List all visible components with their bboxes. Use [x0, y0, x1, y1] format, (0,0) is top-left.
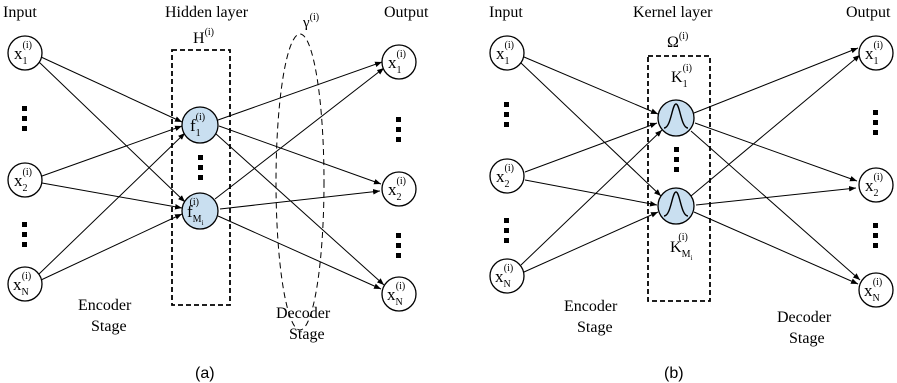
edge-b-km-on — [693, 211, 859, 285]
output-node: xN(i) — [381, 276, 417, 312]
decoder-weights-ellipse — [275, 33, 325, 331]
edge-a-f1-o2 — [218, 125, 382, 185]
hidden-node: f1(i) — [181, 106, 219, 144]
panel-b: Input Kernel layer Output Ω(i) K1(i) KMi… — [489, 4, 894, 382]
output-node: x1(i) — [858, 35, 894, 71]
edge-b-km-o2 — [695, 185, 857, 206]
edge-a-fm-o1 — [214, 67, 385, 200]
decoder-stage-label: Decoder — [777, 309, 832, 326]
kernel-label: K1(i) — [671, 63, 692, 90]
edge-a-f1-on — [214, 132, 385, 286]
hidden-box-label: H(i) — [193, 27, 214, 47]
gaussian-kernel-icon — [663, 191, 689, 217]
kernel-box-label: Ω(i) — [667, 31, 688, 51]
input-node: xN(i) — [7, 266, 43, 302]
input-node: x2(i) — [7, 162, 43, 198]
edge-b-k1-o1 — [693, 47, 859, 114]
kernel-layer-header: Kernel layer — [633, 4, 713, 21]
ellipsis-dots — [873, 110, 878, 135]
ellipsis-dots — [396, 233, 401, 258]
ellipsis-dots — [22, 222, 27, 247]
ellipsis-dots — [198, 155, 203, 180]
output-node: xN(i) — [858, 272, 894, 308]
output-header: Output — [384, 4, 429, 21]
edge-a-x2-fm — [41, 182, 183, 210]
edge-b-xn-km — [523, 211, 659, 273]
edge-a-x2-f1 — [41, 125, 183, 177]
edge-a-f1-o1 — [217, 61, 383, 121]
node-label: x1(i) — [388, 49, 406, 76]
ellipsis-dots — [873, 223, 878, 248]
decoder-edges — [690, 47, 861, 285]
ellipsis-dots — [396, 117, 401, 142]
hidden-layer-box — [171, 49, 231, 306]
kernel-node — [657, 99, 695, 137]
panel-a-caption: (a) — [195, 365, 215, 382]
edge-b-x1-km — [520, 62, 662, 197]
decoder-stage-label-2: Stage — [789, 330, 825, 347]
decoder-stage-label: Decoder — [276, 305, 331, 322]
panel-a: Input Hidden layer Output H(i) γ(i) — [3, 4, 429, 382]
edge-a-fm-on — [217, 215, 382, 290]
output-header: Output — [846, 4, 891, 21]
edge-a-xn-f1 — [38, 132, 186, 275]
output-node: x2(i) — [858, 167, 894, 203]
ellipsis-dots — [22, 106, 27, 131]
ellipsis-dots — [504, 218, 509, 243]
node-label: x1(i) — [14, 40, 32, 67]
edge-a-fm-o2 — [219, 189, 381, 210]
node-label: xN(i) — [387, 281, 405, 308]
node-label: x2(i) — [865, 172, 883, 199]
decoder-weights-label: γ(i) — [302, 12, 319, 31]
input-header: Input — [489, 4, 523, 21]
input-node: x1(i) — [489, 35, 525, 71]
edge-b-x2-k1 — [524, 122, 658, 173]
edge-b-km-o1 — [690, 54, 861, 197]
encoder-stage-label-2: Stage — [91, 318, 127, 335]
gaussian-kernel-icon — [663, 103, 689, 129]
hidden-node: fMi(i) — [181, 192, 219, 230]
node-label: x1(i) — [496, 40, 514, 67]
input-node: x2(i) — [489, 158, 525, 194]
node-label: fMi(i) — [187, 197, 204, 227]
output-node: x2(i) — [381, 171, 417, 207]
input-node: x1(i) — [7, 35, 43, 71]
input-header: Input — [3, 4, 37, 21]
decoder-edges — [214, 61, 385, 290]
node-label: x2(i) — [388, 176, 406, 203]
encoder-edges — [520, 56, 663, 273]
node-label: xN(i) — [864, 277, 882, 304]
kernel-layer-box — [647, 55, 711, 302]
ellipsis-dots — [504, 102, 509, 127]
encoder-stage-label: Encoder — [564, 298, 618, 315]
ellipsis-dots — [674, 147, 679, 172]
decoder-stage-label-2: Stage — [289, 326, 325, 343]
node-label: xN(i) — [13, 271, 31, 298]
encoder-edges — [38, 56, 186, 281]
encoder-stage-label-2: Stage — [577, 319, 613, 336]
node-label: x2(i) — [496, 163, 514, 190]
output-node: x1(i) — [381, 44, 417, 80]
node-label: x1(i) — [865, 40, 883, 67]
node-label: f1(i) — [190, 112, 205, 139]
edge-a-xn-fm — [40, 213, 183, 281]
edge-b-k1-o2 — [694, 122, 858, 182]
kernel-label: KMi(i) — [670, 232, 692, 262]
encoder-stage-label: Encoder — [78, 297, 132, 314]
edge-a-x1-fm — [38, 61, 186, 203]
panel-b-caption: (b) — [664, 365, 684, 382]
edge-b-x1-k1 — [523, 56, 659, 115]
edge-b-x2-km — [524, 179, 658, 207]
node-label: xN(i) — [495, 263, 513, 290]
hidden-layer-header: Hidden layer — [165, 4, 249, 21]
edge-a-x1-f1 — [40, 56, 183, 123]
input-node: xN(i) — [489, 258, 525, 294]
kernel-node — [657, 187, 695, 225]
edge-b-k1-on — [690, 130, 861, 281]
node-label: x2(i) — [14, 167, 32, 194]
edge-b-xn-k1 — [520, 129, 663, 266]
